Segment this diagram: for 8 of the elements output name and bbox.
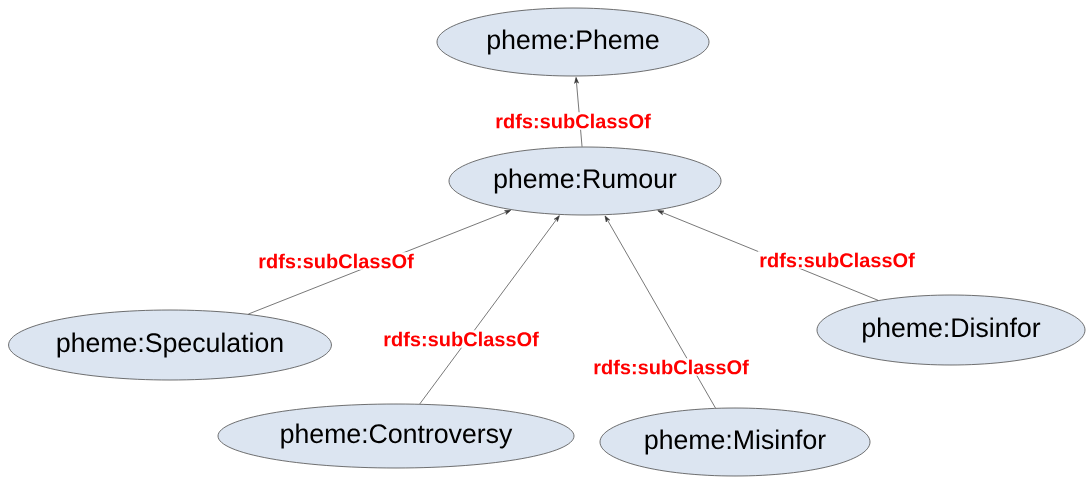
edge-label: rdfs:subClassOf [381,330,541,348]
edge-label: rdfs:subClassOf [591,358,751,376]
arrow [574,77,583,147]
edge-label: rdfs:subClassOf [757,251,917,269]
edge-label: rdfs:subClassOf [493,112,653,130]
arrow [419,215,560,405]
arrow [604,215,716,409]
edge-label: rdfs:subClassOf [256,252,416,270]
